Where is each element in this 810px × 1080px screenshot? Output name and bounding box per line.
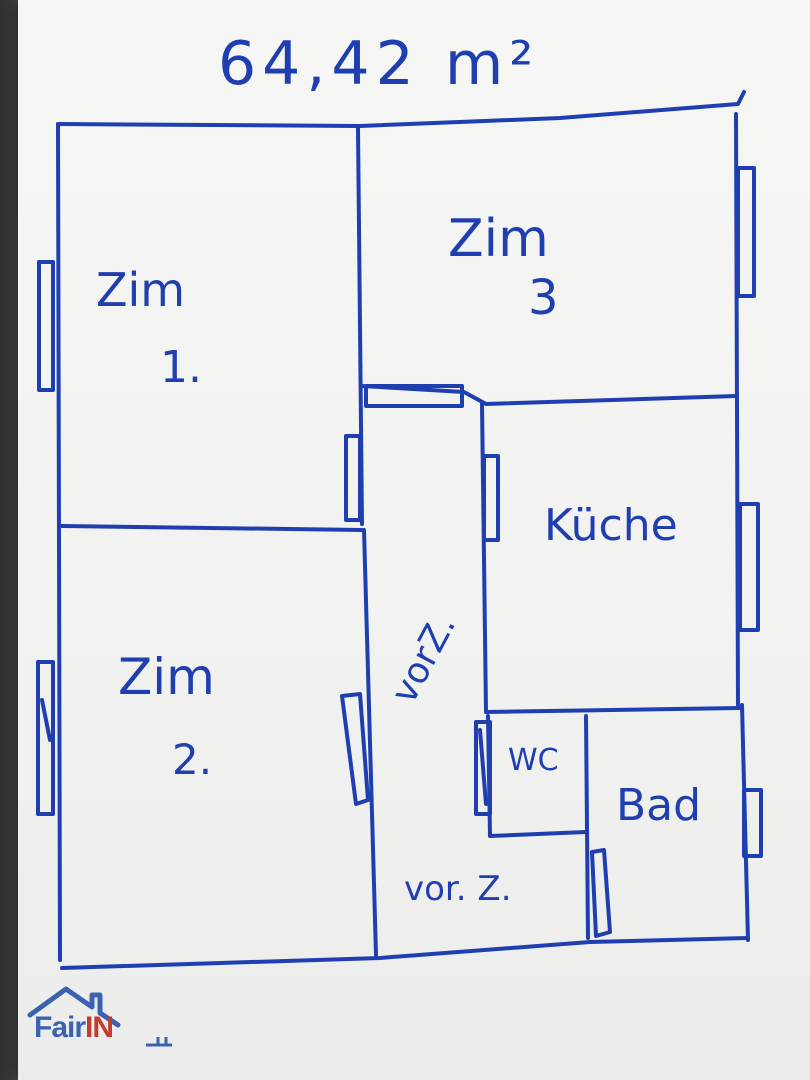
- door-zim2: [340, 692, 370, 806]
- room-wc-name: WC: [508, 743, 559, 778]
- window-zim2: [36, 660, 55, 816]
- window-zim2-hatch: [40, 698, 52, 742]
- wall-zim1-zim2: [60, 524, 364, 532]
- logo-text-fair: Fair: [34, 1011, 86, 1044]
- wall-zim3-bottom: [360, 384, 738, 406]
- area-title: 64,42 m²: [218, 29, 539, 99]
- window-zim1: [37, 260, 55, 392]
- logo-text-in: IN: [85, 1011, 114, 1044]
- wall-hall-kueche: [480, 402, 488, 714]
- wall-bottom: [60, 936, 750, 970]
- door-bad: [590, 848, 612, 938]
- wall-wc-bad: [584, 714, 590, 940]
- room-kueche-name: Küche: [544, 500, 678, 551]
- door-zim1: [344, 434, 362, 522]
- wall-kueche-bottom: [484, 706, 742, 714]
- fairin-logo: FairIN: [26, 985, 176, 1060]
- room-zim3-name: Zim: [448, 209, 549, 269]
- room-zim2-number: 2.: [172, 735, 212, 784]
- logo-wordmark: FairIN: [34, 1011, 114, 1045]
- room-zim1-number: 1.: [160, 342, 202, 393]
- door-wc-hatch: [478, 728, 488, 806]
- wall-top: [56, 90, 746, 128]
- window-zim3: [736, 166, 756, 298]
- window-kueche: [738, 502, 760, 632]
- wall-zim2-hall: [362, 528, 378, 957]
- room-bad-name: Bad: [616, 780, 701, 831]
- room-zim1-name: Zim: [96, 263, 185, 317]
- room-zim2-name: Zim: [118, 648, 215, 706]
- door-zim3: [364, 384, 464, 408]
- room-vorz-lower-name: vor. Z.: [404, 869, 512, 909]
- paper-sheet: [18, 0, 810, 1080]
- door-wc: [474, 720, 492, 816]
- wall-left: [56, 122, 62, 962]
- room-zim3-number: 3: [528, 270, 559, 326]
- door-kueche: [482, 454, 500, 542]
- window-bad: [742, 788, 763, 858]
- house-roof-icon: [27, 986, 172, 1047]
- room-vorz-upper-name: vorZ.: [384, 608, 464, 710]
